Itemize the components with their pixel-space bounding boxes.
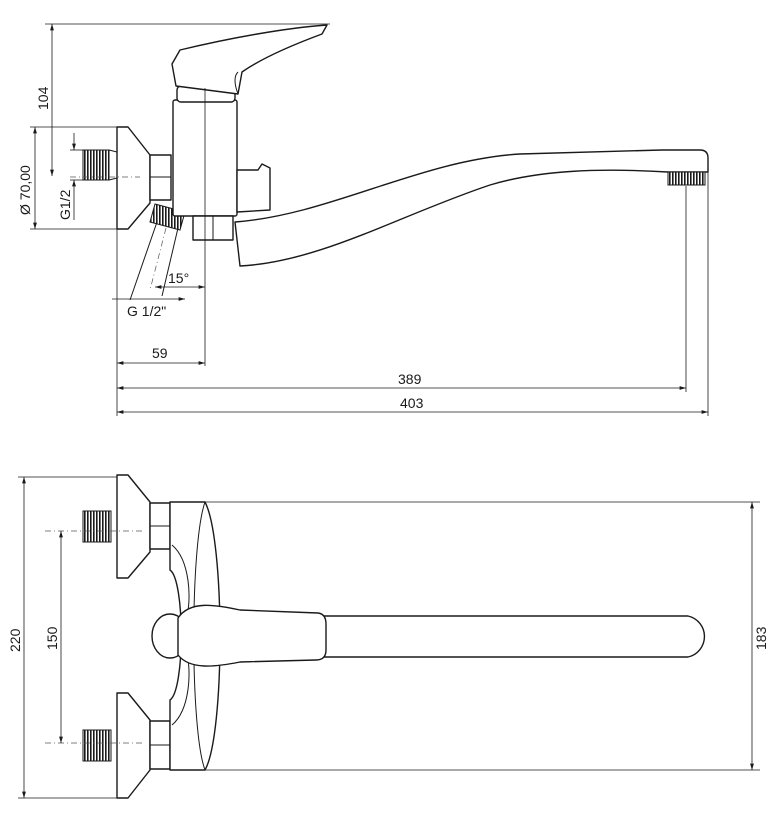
wall-plate-bottom xyxy=(116,692,151,799)
dim-label-403: 403 xyxy=(400,395,424,411)
dim-label-183: 183 xyxy=(753,626,769,650)
spout-top xyxy=(309,615,706,658)
dim-label-150: 150 xyxy=(44,626,60,650)
dim-label-220: 220 xyxy=(7,628,23,652)
dim-label-outlet-thread: G 1/2" xyxy=(127,303,166,319)
dim-label-389: 389 xyxy=(398,371,422,387)
top-view: 220 150 183 xyxy=(7,474,769,799)
wall-plate xyxy=(116,126,151,230)
dim-label-59: 59 xyxy=(152,345,168,361)
inlet-thread-top xyxy=(82,510,112,543)
lever-handle xyxy=(171,24,328,95)
wall-plate-top xyxy=(116,474,151,579)
lever-handle-top xyxy=(177,604,327,667)
side-view: 104 Ø 70,00 G1/2 15° G 1/2" 59 389 403 xyxy=(17,23,709,416)
diverter-button xyxy=(236,163,271,213)
inlet-thread xyxy=(82,149,110,181)
dim-label-104: 104 xyxy=(35,86,51,110)
inlet-thread-bottom xyxy=(82,729,112,762)
dim-label-diameter: Ø 70,00 xyxy=(17,165,33,215)
aerator xyxy=(667,171,706,186)
dim-label-g12: G1/2 xyxy=(57,189,73,220)
dim-label-angle: 15° xyxy=(168,270,189,286)
spout xyxy=(234,149,709,267)
